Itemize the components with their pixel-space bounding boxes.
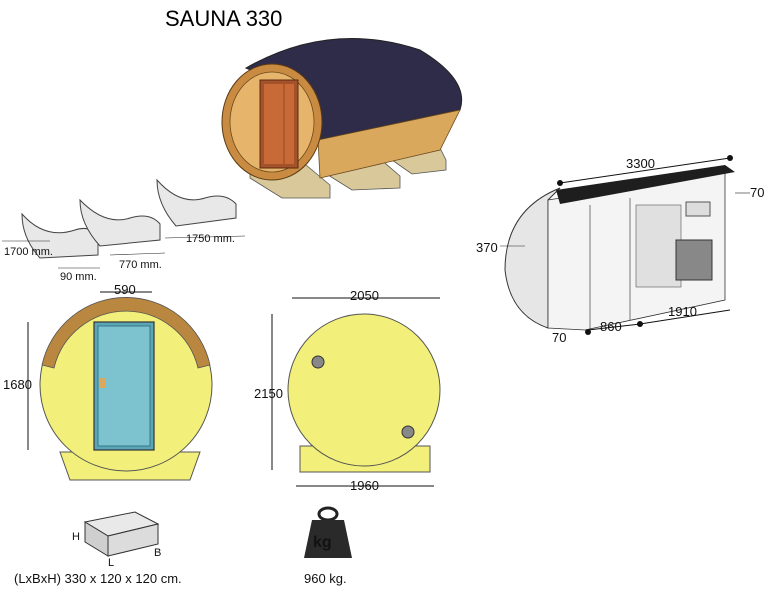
support-spacing-label: 770 mm. [119,259,162,271]
support-outer-label: 1750 mm. [186,233,235,245]
weight-unit-label: kg [313,534,332,551]
package-dims: (LxBxH) 330 x 120 x 120 cm. [14,571,182,586]
door-width-label: 590 [114,282,136,297]
support-length-label: 1700 mm. [4,246,53,258]
package-l-label: L [108,557,114,569]
room1-label: 860 [600,319,622,334]
length-label: 3300 [626,156,655,171]
front-elevation [27,291,213,481]
room2-label: 1910 [668,304,697,319]
back-width-label: 2050 [350,288,379,303]
cutaway-view [500,155,750,335]
back-elevation [271,297,441,487]
package-h-label: H [72,531,80,543]
weight-value: 960 kg. [304,571,347,586]
support-skids [2,178,246,269]
page-title: SAUNA 330 [165,6,282,31]
support-width-label: 90 mm. [60,271,97,283]
weight-icon [304,506,352,558]
base-width-label: 1960 [350,478,379,493]
wall-left-label: 70 [552,330,566,345]
package-b-label: B [154,547,161,559]
radius-label: 370 [476,240,498,255]
package-icon [83,511,160,557]
door-height-label: 1680 [3,377,32,392]
back-height-label: 2150 [254,386,283,401]
wall-right-label: 70 [750,185,764,200]
sauna-3d-render [221,38,463,199]
